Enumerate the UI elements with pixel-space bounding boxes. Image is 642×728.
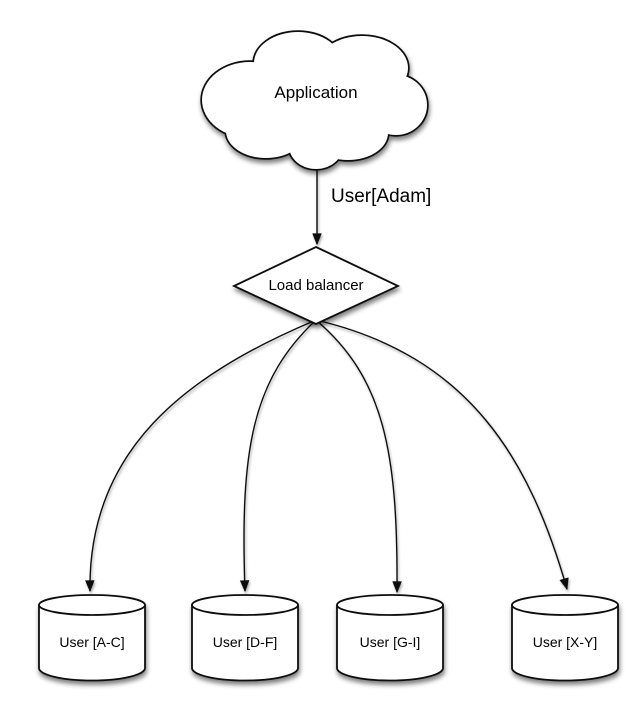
app-to-lb-edge-label: User[Adam] (331, 186, 432, 207)
shard-cylinder-ac (38, 594, 146, 682)
application-cloud-shape (200, 30, 429, 171)
shard-xy-label: User [X-Y] (532, 634, 598, 650)
lb-to-shard-xy-arrow (315, 319, 569, 591)
load-balancer-label: Load balancer (268, 277, 364, 294)
shard-cylinder-xy (511, 594, 619, 682)
application-label: Application (274, 83, 358, 102)
shard-cylinder-df (191, 594, 299, 682)
shard-gi-label: User [G-I] (359, 634, 421, 650)
shard-cylinder-gi (336, 594, 444, 682)
lb-to-shard-gi-arrow (315, 319, 402, 594)
shard-ac-label: User [A-C] (59, 634, 125, 650)
load-balancer-diamond (231, 246, 401, 325)
lb-to-shard-df-arrow (239, 319, 317, 593)
lb-to-shard-ac-arrow (85, 319, 317, 593)
edges-group (85, 167, 569, 594)
shard-df-label: User [D-F] (212, 634, 278, 650)
